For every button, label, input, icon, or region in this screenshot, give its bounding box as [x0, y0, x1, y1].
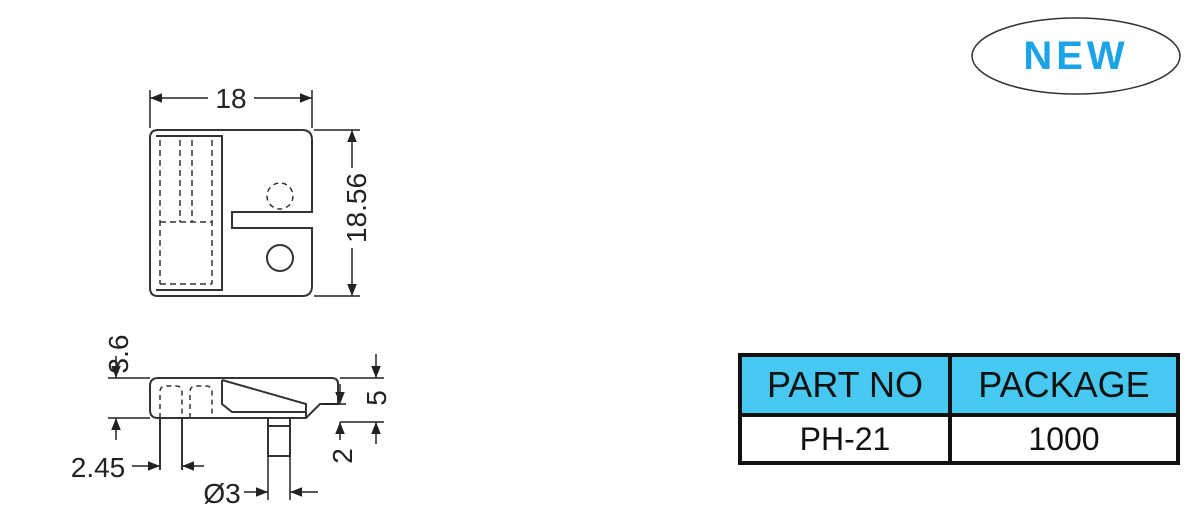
dimension-top-thickness-label: 3.6 [103, 335, 134, 374]
side-view-hidden-lines [159, 385, 213, 418]
dimension-height-label: 18.56 [341, 173, 372, 243]
new-badge-ellipse [971, 17, 1181, 95]
top-view-dimensions [149, 90, 360, 297]
side-view [149, 377, 339, 470]
dimension-side-height-label: 5 [361, 390, 392, 406]
top-view-pin [266, 244, 294, 272]
table-header-part-no: PART NO [738, 353, 952, 417]
table-cell-package: 1000 [948, 413, 1180, 465]
table-header-row: PART NO PACKAGE [738, 353, 1180, 417]
top-view-hidden-lines [159, 140, 213, 285]
dimension-pin-diameter-label: Ø3 [203, 478, 240, 509]
top-view-inner-boss [156, 135, 223, 291]
dimension-pin-offset-label: 2 [327, 448, 358, 464]
side-view-pin [267, 417, 291, 457]
top-view [149, 129, 313, 297]
new-badge-label: NEW [1023, 34, 1129, 78]
table-cell-part-no: PH-21 [738, 413, 952, 465]
table-row: PH-21 1000 [738, 413, 1180, 465]
table-header-package: PACKAGE [948, 353, 1180, 417]
side-view-ramp [221, 379, 307, 418]
side-view-body [149, 377, 339, 419]
side-view-dimensions [108, 354, 384, 500]
top-view-outline [149, 129, 313, 297]
dimension-slot-width-label: 2.45 [71, 452, 126, 483]
part-table: PART NO PACKAGE PH-21 1000 [738, 353, 1180, 465]
dimension-width-label: 18 [215, 83, 246, 114]
top-view-hidden-hole [266, 182, 294, 210]
